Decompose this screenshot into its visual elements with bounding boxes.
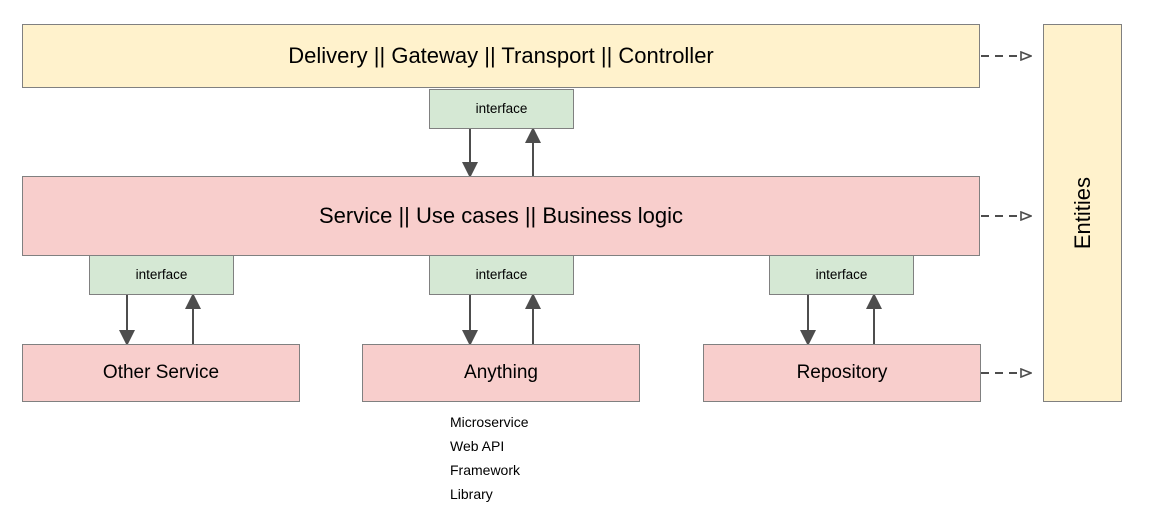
annotation-item-web-api: Web API [450,438,505,454]
annotation-item-microservice: Microservice [450,414,529,430]
interface-box-top[interactable]: interface [429,89,574,129]
annotation-item-library: Library [450,486,493,502]
interface-label-left: interface [135,267,188,283]
interface-label-right: interface [815,267,868,283]
node-repository-label: Repository [796,362,888,384]
interface-box-left[interactable]: interface [89,255,234,295]
interface-box-center[interactable]: interface [429,255,574,295]
layer-delivery-gateway-transport-controller[interactable]: Delivery || Gateway || Transport || Cont… [22,24,980,88]
anything-annotation-list: Microservice Web API Framework Library [450,410,529,506]
interface-label-center: interface [475,267,528,283]
node-anything-label: Anything [464,362,538,384]
layer-delivery-label: Delivery || Gateway || Transport || Cont… [288,43,714,69]
layer-service-usecases-businesslogic[interactable]: Service || Use cases || Business logic [22,176,980,256]
interface-label-top: interface [475,101,528,117]
interface-box-right[interactable]: interface [769,255,914,295]
node-repository[interactable]: Repository [703,344,981,402]
entities-label: Entities [1069,176,1095,250]
node-anything[interactable]: Anything [362,344,640,402]
node-other-service-label: Other Service [102,362,220,384]
node-other-service[interactable]: Other Service [22,344,300,402]
entities-box[interactable]: Entities [1043,24,1122,402]
annotation-item-framework: Framework [450,462,521,478]
layer-service-label: Service || Use cases || Business logic [319,203,683,229]
